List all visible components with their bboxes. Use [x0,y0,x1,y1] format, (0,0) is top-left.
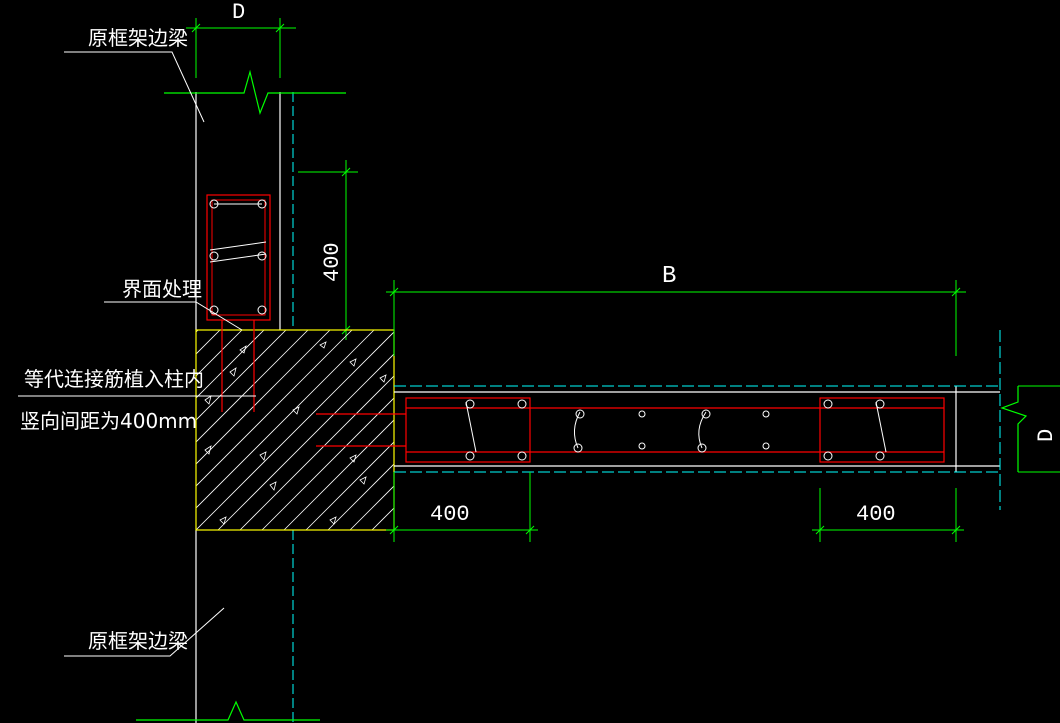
label-rebar-note-2: 竖向间距为400mm [20,409,197,433]
beam-stirrups [465,399,887,461]
aggregate-marks [204,341,387,525]
hatch-line [438,330,638,530]
hatch-line [416,330,616,530]
dimension-right-D [1018,385,1060,473]
embedded-connector-bars [221,320,406,447]
dimension-left-400 [386,472,538,542]
hatch-line [196,330,243,377]
label-rebar-note-1: 等代连接筋植入柱内 [24,367,204,391]
hatch-line [196,330,287,421]
label-top-beam: 原框架边梁 [88,26,188,50]
top-break-line [164,69,346,115]
concrete-block [195,329,638,531]
dimension-vertical-400-text: 400 [320,242,345,282]
hatch-line [393,529,394,530]
dimension-left-400-text: 400 [430,502,470,527]
right-break-line [1000,386,1028,472]
hatch-line [196,330,265,399]
dimension-B-text: B [662,263,676,290]
dimension-B [386,280,966,356]
hatch-line [261,397,394,530]
column-outline [195,92,281,723]
hatch-line [239,375,394,530]
hatch-line [349,485,394,530]
dimension-right-400-text: 400 [856,502,896,527]
hatch-line [196,330,375,509]
hatch-line [196,331,394,530]
hatch-line [283,419,394,530]
hatch-line [196,330,353,487]
dimension-right-D-text: D [1034,429,1059,442]
new-beam-centerlines [394,385,1000,473]
label-bottom-beam: 原框架边梁 [88,629,188,653]
new-beam-outline [394,386,1000,472]
dimension-top-D-text: D [232,0,245,25]
dimension-top-D [186,18,296,78]
hatch-line [217,353,394,530]
hatch-line [327,463,394,530]
hatch-line [196,330,309,443]
leader-lines [18,51,256,657]
bottom-break-line [136,700,320,721]
dimension-right-400 [812,488,964,542]
upper-beam-section [206,194,271,321]
label-interface: 界面处理 [122,277,202,301]
hatch-line [196,330,331,465]
beam-longitudinal-bars [405,397,945,463]
hatch-line [305,441,394,530]
